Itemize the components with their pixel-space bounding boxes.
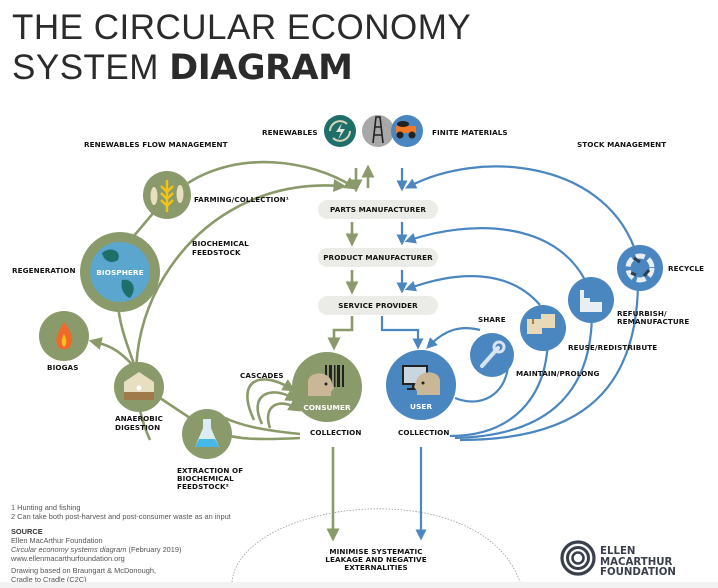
service-provider-pill <box>318 296 438 315</box>
user-node: USER <box>386 350 456 420</box>
extraction-label-3: FEEDSTOCK² <box>177 482 229 491</box>
ellen-macarthur-logo: ELLEN MACARTHUR FOUNDATION <box>560 540 710 580</box>
flow-share-to-user <box>426 327 481 349</box>
consumer-label: CONSUMER <box>303 403 351 412</box>
cascade-3 <box>266 399 302 429</box>
source-url[interactable]: www.ellenmacarthurfoundation.org <box>11 554 125 563</box>
refurbish-label-1: REFURBISH/ <box>617 309 667 318</box>
recycle-icon <box>625 253 655 283</box>
title-bold: DIAGRAM <box>169 48 353 88</box>
recycle-node <box>617 245 663 291</box>
consumer-node: CONSUMER <box>292 352 362 422</box>
extraction-node <box>182 409 232 459</box>
flow-collection-to-extraction-2 <box>224 416 301 436</box>
share-label: SHARE <box>478 315 506 324</box>
flow-extraction-to-anaerobic <box>159 396 191 420</box>
title-line-2: SYSTEM DIAGRAM <box>12 48 471 88</box>
biochemical-feedstock-label-2: FEEDSTOCK <box>192 248 241 257</box>
maintain-label: MAINTAIN/PROLONG <box>516 369 600 378</box>
biosphere-label: BIOSPHERE <box>96 268 143 277</box>
title-regular: SYSTEM <box>12 48 159 87</box>
reuse-label: REUSE/REDISTRIBUTE <box>568 343 657 352</box>
footnotes: 1 Hunting and fishing 2 Can take both po… <box>11 503 231 584</box>
bottom-strip <box>0 582 718 588</box>
regeneration-label: REGENERATION <box>12 266 76 275</box>
fish-icon <box>176 185 184 203</box>
finite-materials-label: FINITE MATERIALS <box>432 128 508 137</box>
fish-icon <box>150 187 158 205</box>
biogas-label: BIOGAS <box>47 363 79 372</box>
anaerobic-label-2: DIGESTION <box>115 423 160 432</box>
box-icon <box>541 314 555 328</box>
flow-farming-to-parts <box>187 160 358 190</box>
footnote-1: 1 Hunting and fishing <box>11 503 81 512</box>
consumer-collection-label: COLLECTION <box>310 428 361 437</box>
parts-manufacturer-label: PARTS MANUFACTURER <box>330 205 426 214</box>
logo-line-1: ELLEN MACARTHUR <box>600 546 673 568</box>
refurbish-node <box>568 277 614 323</box>
renewable-energy-icon <box>324 115 356 147</box>
anaerobic-digestion-node <box>114 362 164 412</box>
continent-icon <box>102 249 134 298</box>
refurbish-label-2: REMANUFACTURE <box>617 317 689 326</box>
cascades-label: CASCADES <box>240 371 284 380</box>
cascade-2 <box>256 389 299 425</box>
drawing-credit-1: Drawing based on Braungart & McDonough, <box>11 566 157 575</box>
user-label: USER <box>410 402 432 411</box>
recycle-label: RECYCLE <box>668 264 704 273</box>
cascade-1 <box>246 378 296 421</box>
drawing-credit-2: Cradle to Cradle (C2C) <box>11 575 87 584</box>
person-head-icon <box>414 372 440 395</box>
concentric-rings-icon <box>560 540 596 576</box>
maintain-node <box>470 333 514 377</box>
extraction-label-1: EXTRACTION OF <box>177 466 243 475</box>
leakage-label-1: MINIMISE SYSTEMATIC <box>329 547 422 556</box>
farming-node <box>143 171 191 219</box>
person-head-icon <box>308 373 334 396</box>
technical-flows <box>380 165 640 541</box>
flow-recycle-to-parts <box>405 165 636 248</box>
reuse-node <box>520 305 566 351</box>
logo-line-2: FOUNDATION <box>600 567 676 578</box>
page-title: THE CIRCULAR ECONOMY SYSTEM DIAGRAM <box>12 8 471 88</box>
source-title-line: Circular economy systems diagram (Februa… <box>11 545 231 554</box>
section-renewables-flow: RENEWABLES FLOW MANAGEMENT <box>84 140 228 149</box>
loop-user-reuse <box>449 334 550 438</box>
farming-label: FARMING/COLLECTION¹ <box>194 195 289 204</box>
flow-service-to-user <box>380 316 424 350</box>
renewables-label: RENEWABLES <box>262 128 318 137</box>
source-heading: SOURCE <box>11 527 43 536</box>
parts-manufacturer-pill <box>318 200 438 219</box>
leakage-label-2: LEAKAGE AND NEGATIVE <box>325 555 426 564</box>
product-manufacturer-label: PRODUCT MANUFACTURER <box>323 253 433 262</box>
oil-derrick-icon <box>362 115 394 147</box>
box-icon <box>527 319 542 334</box>
flow-reuse-to-service <box>404 275 541 306</box>
biochemical-feedstock-label-1: BIOCHEMICAL <box>192 239 249 248</box>
factory-icon <box>580 290 602 312</box>
wheat-icon <box>160 180 174 212</box>
mining-truck-icon <box>391 115 423 147</box>
flow-refurbish-to-product <box>404 227 587 283</box>
anaerobic-label-1: ANAEROBIC <box>115 414 163 423</box>
user-collection-label: COLLECTION <box>398 428 449 437</box>
biogas-node <box>39 311 89 361</box>
flow-service-to-consumer <box>327 316 354 351</box>
source-org: Ellen MacArthur Foundation <box>11 536 103 545</box>
title-line-1: THE CIRCULAR ECONOMY <box>12 8 472 47</box>
section-stock-management: STOCK MANAGEMENT <box>577 140 666 149</box>
biosphere-node: BIOSPHERE <box>80 232 160 312</box>
service-provider-label: SERVICE PROVIDER <box>338 301 418 310</box>
source-title: Circular economy systems diagram <box>11 545 127 554</box>
source-date: (February 2019) <box>128 545 182 554</box>
value-chain: PARTS MANUFACTURER PRODUCT MANUFACTURER … <box>318 200 438 315</box>
product-manufacturer-pill <box>318 248 438 267</box>
footnote-2: 2 Can take both post-harvest and post-co… <box>11 512 231 521</box>
loop-user-refurbish <box>454 311 594 440</box>
loop-user-recycle <box>459 279 640 442</box>
extraction-label-2: BIOCHEMICAL <box>177 474 234 483</box>
leakage-label-3: EXTERNALITIES <box>344 563 408 572</box>
